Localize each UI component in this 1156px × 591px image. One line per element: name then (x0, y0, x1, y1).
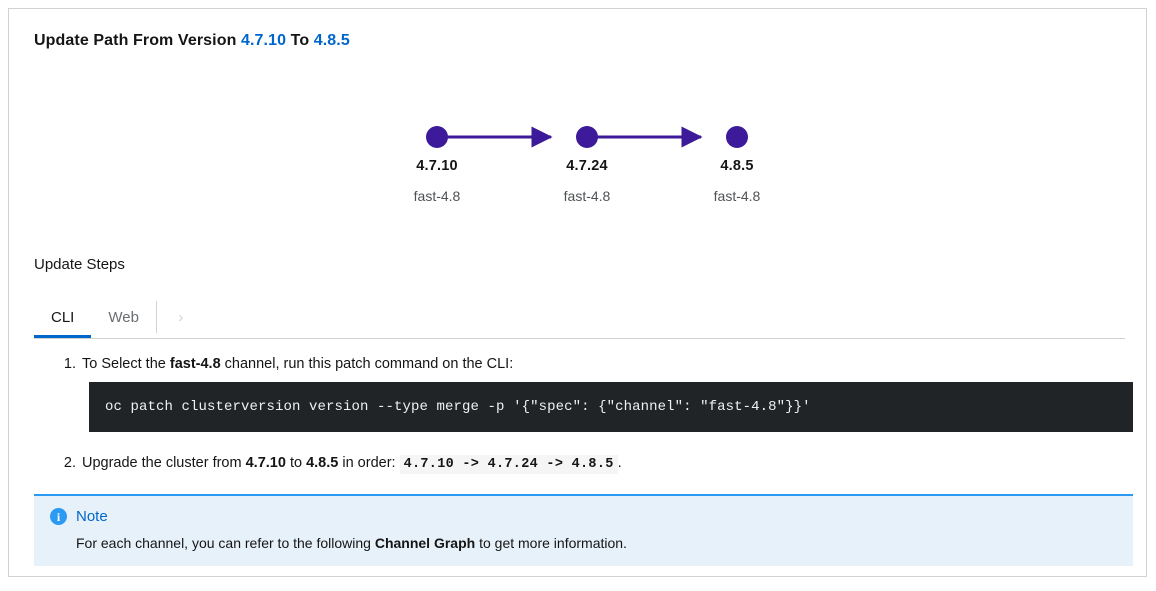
step-2-text-before: Upgrade the cluster from (82, 455, 246, 471)
graph-node-version-1: 4.7.10 (416, 158, 458, 174)
step-2-text-end: . (617, 455, 622, 471)
step-1: 1. To Select the fast-4.8 channel, run t… (34, 354, 1133, 374)
graph-node-label-3: 4.8.5 fast-4.8 (662, 157, 812, 205)
graph-node-channel-1: fast-4.8 (413, 188, 461, 204)
note-body-highlight: Channel Graph (374, 535, 476, 551)
tabs-underline (34, 338, 1125, 339)
step-2-order-code: 4.7.10 -> 4.7.24 -> 4.8.5 (399, 455, 618, 474)
update-path-graph: 4.7.10 fast-4.8 4.7.24 fast-4.8 4.8.5 fa… (9, 109, 1148, 219)
step-1-number: 1. (63, 356, 76, 372)
page-title-to-word: To (290, 32, 310, 49)
page-title-prefix: Update Path From Version (34, 32, 237, 49)
step-2-to-version: 4.8.5 (306, 455, 339, 471)
step-1-text-before: To Select the (82, 356, 170, 372)
step-2-text-middle: to (285, 455, 307, 471)
graph-node-channel-3: fast-4.8 (713, 188, 761, 204)
graph-node-version-3: 4.8.5 (720, 158, 754, 174)
step-2-from-version: 4.7.10 (245, 455, 286, 471)
tab-strip: CLI Web › (34, 297, 1125, 339)
update-steps-heading: Update Steps (34, 256, 125, 273)
step-2-number: 2. (63, 455, 76, 471)
note-title: Note (76, 508, 108, 525)
note-header: i Note (50, 508, 1117, 525)
note-body: For each channel, you can refer to the f… (76, 533, 1117, 553)
tab-web[interactable]: Web (91, 297, 156, 338)
step-1-channel: fast-4.8 (169, 356, 221, 372)
info-icon: i (50, 508, 67, 525)
step-1-text: To Select the fast-4.8 channel, run this… (82, 354, 1133, 374)
update-path-card: Update Path From Version 4.7.10 To 4.8.5… (8, 8, 1147, 577)
step-2: 2. Upgrade the cluster from 4.7.10 to 4.… (34, 453, 1133, 475)
graph-node-1[interactable] (426, 126, 448, 148)
tab-divider (155, 301, 157, 333)
step-2-text-after: in order: (338, 455, 400, 471)
graph-node-labels: 4.7.10 fast-4.8 4.7.24 fast-4.8 4.8.5 fa… (9, 109, 1148, 219)
graph-node-3[interactable] (726, 126, 748, 148)
graph-node-version-2: 4.7.24 (566, 158, 608, 174)
update-steps-tabs: CLI Web › (34, 297, 1125, 341)
note-alert: i Note For each channel, you can refer t… (34, 494, 1133, 566)
graph-node-channel-2: fast-4.8 (563, 188, 611, 204)
step-2-text: Upgrade the cluster from 4.7.10 to 4.8.5… (82, 453, 1133, 475)
page-title: Update Path From Version 4.7.10 To 4.8.5 (34, 32, 350, 50)
tab-cli[interactable]: CLI (34, 297, 92, 338)
graph-node-label-1: 4.7.10 fast-4.8 (362, 157, 512, 205)
patch-command-code-block[interactable]: oc patch clusterversion version --type m… (89, 382, 1133, 432)
patch-command-text: oc patch clusterversion version --type m… (105, 399, 811, 415)
chevron-right-icon[interactable]: › (157, 297, 205, 338)
note-body-after: to get more information. (475, 535, 627, 551)
graph-node-label-2: 4.7.24 fast-4.8 (512, 157, 662, 205)
update-path-graph-svg (426, 126, 748, 148)
step-1-text-after: channel, run this patch command on the C… (220, 356, 514, 372)
note-body-before: For each channel, you can refer to the f… (76, 535, 375, 551)
graph-node-2[interactable] (576, 126, 598, 148)
page-title-to-version: 4.8.5 (313, 32, 350, 49)
page-title-from-version: 4.7.10 (241, 32, 287, 49)
